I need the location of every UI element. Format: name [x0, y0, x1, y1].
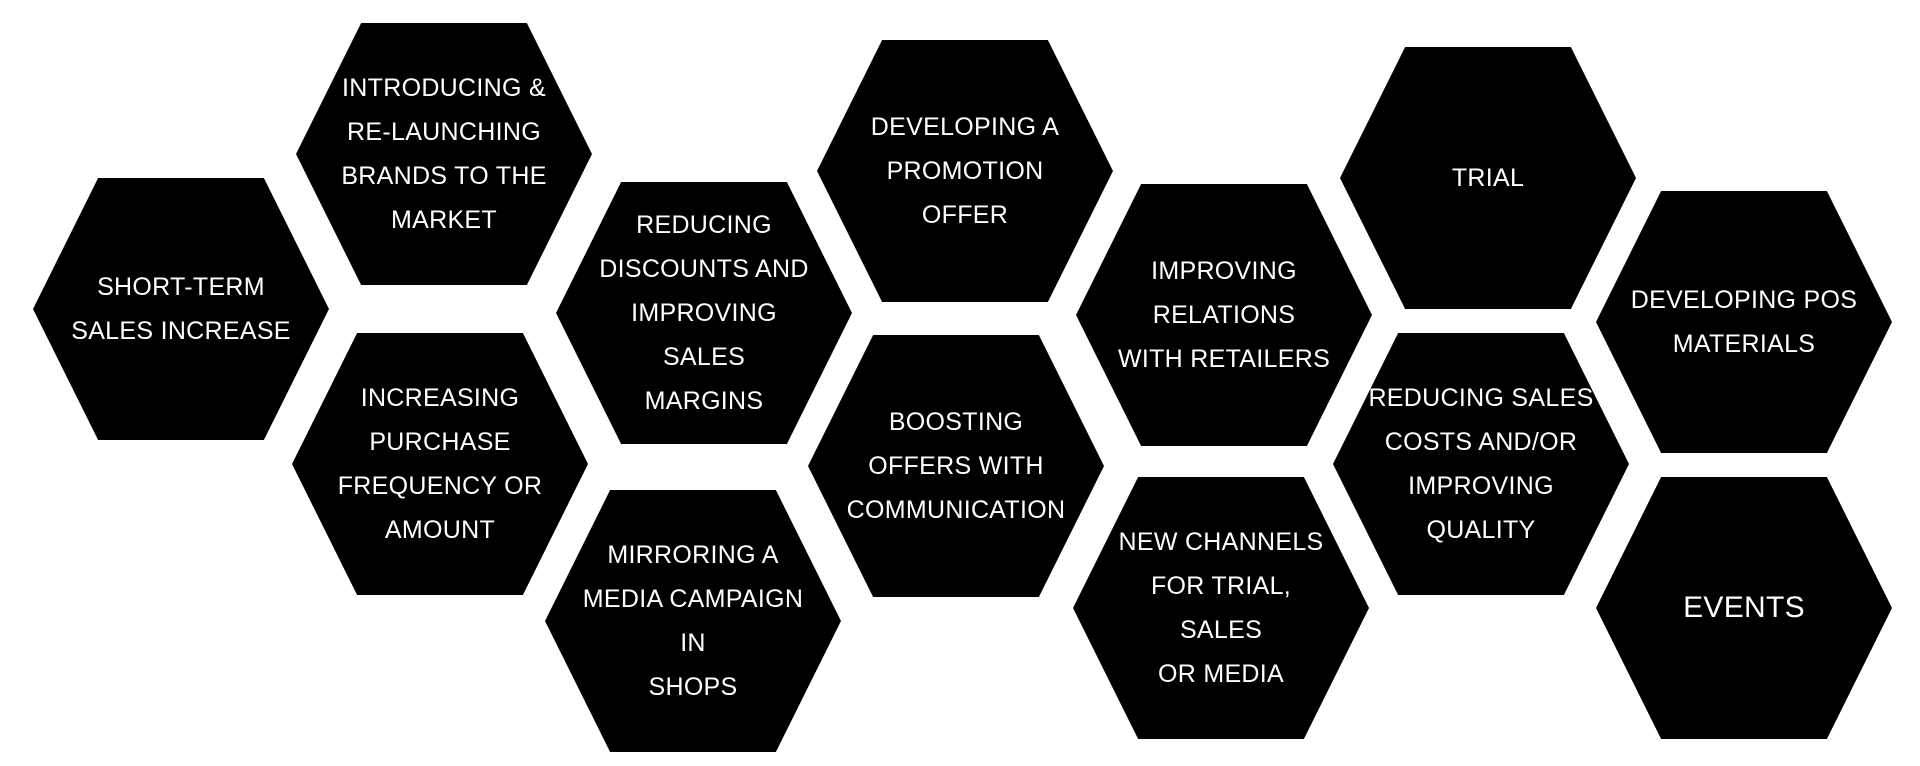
hex-reducing-sales-costs: REDUCING SALES COSTS AND/OR IMPROVING QU… [1333, 333, 1629, 595]
hex-label: INTRODUCING & RE-LAUNCHING BRANDS TO THE… [341, 74, 547, 234]
hex-events: EVENTS [1596, 477, 1892, 739]
hex-trial: TRIAL [1340, 47, 1636, 309]
hex-label: REDUCING SALES COSTS AND/OR IMPROVING QU… [1368, 384, 1594, 544]
hex-mirroring-media-campaign: MIRRORING A MEDIA CAMPAIGN IN SHOPS [545, 490, 841, 752]
hex-label: IMPROVING RELATIONS WITH RETAILERS [1117, 257, 1331, 373]
hex-boosting-offers: BOOSTING OFFERS WITH COMMUNICATION [808, 335, 1104, 597]
hex-label: EVENTS [1683, 591, 1805, 624]
hex-label: TRIAL [1451, 164, 1525, 192]
hex-label: DEVELOPING A PROMOTION OFFER [870, 113, 1060, 229]
hex-improving-relations: IMPROVING RELATIONS WITH RETAILERS [1076, 184, 1372, 446]
hex-label: REDUCING DISCOUNTS AND IMPROVING SALES M… [599, 211, 809, 415]
hex-label: NEW CHANNELS FOR TRIAL, SALES OR MEDIA [1118, 528, 1324, 688]
hex-new-channels: NEW CHANNELS FOR TRIAL, SALES OR MEDIA [1073, 477, 1369, 739]
hex-developing-promotion-offer: DEVELOPING A PROMOTION OFFER [817, 40, 1113, 302]
hex-label: MIRRORING A MEDIA CAMPAIGN IN SHOPS [582, 541, 804, 701]
hex-label: DEVELOPING POS MATERIALS [1630, 286, 1858, 358]
hex-reducing-discounts: REDUCING DISCOUNTS AND IMPROVING SALES M… [556, 182, 852, 444]
hex-short-term-sales-increase: SHORT-TERM SALES INCREASE [33, 178, 329, 440]
hex-developing-pos-materials: DEVELOPING POS MATERIALS [1596, 191, 1892, 453]
hex-increasing-purchase-frequency: INCREASING PURCHASE FREQUENCY OR AMOUNT [292, 333, 588, 595]
hex-label: INCREASING PURCHASE FREQUENCY OR AMOUNT [337, 384, 543, 544]
hex-label: BOOSTING OFFERS WITH COMMUNICATION [846, 408, 1066, 524]
hex-label: SHORT-TERM SALES INCREASE [71, 273, 291, 345]
hex-introducing-relaunching-brands: INTRODUCING & RE-LAUNCHING BRANDS TO THE… [296, 23, 592, 285]
